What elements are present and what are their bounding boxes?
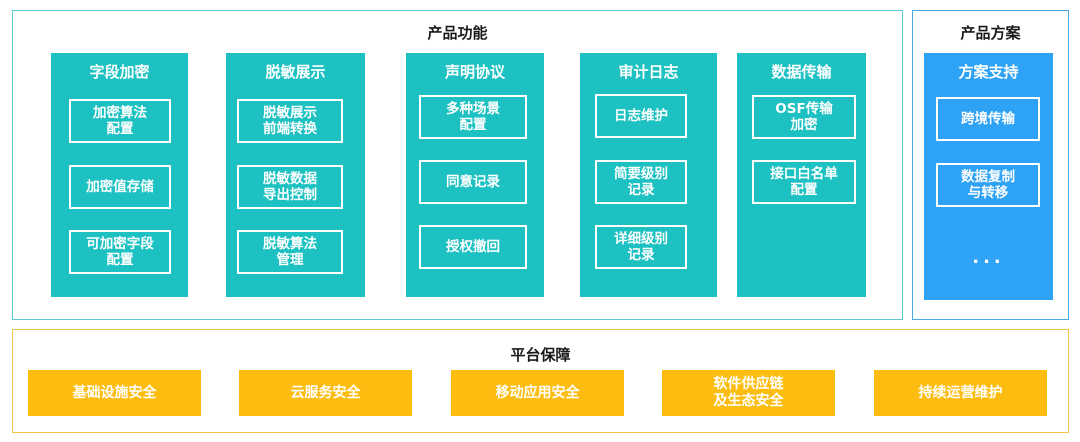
column-title: 审计日志 — [618, 63, 679, 81]
column-data-transfer: 数据传输 OSF传输加密 接口白名单配置 — [737, 53, 866, 297]
feature-box: 脱敏算法管理 — [237, 230, 343, 274]
feature-box: 多种场景配置 — [419, 95, 527, 139]
column-title: 声明协议 — [444, 63, 505, 81]
column-audit-log: 审计日志 日志维护 简要级别记录 详细级别记录 — [580, 53, 717, 297]
feature-box: 加密值存储 — [69, 165, 171, 209]
platform-item: 持续运营维护 — [874, 370, 1047, 416]
feature-box: 同意记录 — [419, 160, 527, 204]
column-title: 脱敏展示 — [265, 63, 326, 81]
product-functions-panel: 产品功能 — [12, 10, 903, 320]
product-plans-panel: 产品方案 — [912, 10, 1069, 320]
feature-box: 跨境传输 — [936, 97, 1040, 141]
platform-item: 软件供应链及生态安全 — [662, 370, 835, 416]
product-functions-title: 产品功能 — [427, 24, 488, 42]
feature-box: 可加密字段配置 — [69, 230, 171, 274]
feature-box: OSF传输加密 — [752, 95, 856, 139]
column-title: 方案支持 — [958, 63, 1019, 81]
feature-box: 脱敏展示前端转换 — [237, 99, 343, 143]
platform-guarantee-panel: 平台保障 — [12, 329, 1069, 433]
product-plans-title: 产品方案 — [960, 24, 1021, 42]
feature-box: 数据复制与转移 — [936, 163, 1040, 207]
column-title: 数据传输 — [771, 63, 832, 81]
feature-box: 加密算法配置 — [69, 99, 171, 143]
feature-box: 日志维护 — [595, 94, 687, 138]
column-declaration-agreement: 声明协议 多种场景配置 同意记录 授权撤回 — [406, 53, 544, 297]
feature-box: 授权撤回 — [419, 225, 527, 269]
column-masking-display: 脱敏展示 脱敏展示前端转换 脱敏数据导出控制 脱敏算法管理 — [226, 53, 365, 297]
feature-box: 脱敏数据导出控制 — [237, 165, 343, 209]
feature-box: 详细级别记录 — [595, 225, 687, 269]
column-solution-support: 方案支持 跨境传输 数据复制与转移 ... — [924, 53, 1053, 300]
feature-box: 简要级别记录 — [595, 160, 687, 204]
platform-item: 基础设施安全 — [28, 370, 201, 416]
platform-guarantee-title: 平台保障 — [510, 346, 571, 364]
platform-item: 云服务安全 — [239, 370, 412, 416]
feature-box: 接口白名单配置 — [752, 160, 856, 204]
column-title: 字段加密 — [89, 63, 150, 81]
ellipsis: ... — [972, 247, 1005, 268]
column-field-encryption: 字段加密 加密算法配置 加密值存储 可加密字段配置 — [51, 53, 188, 297]
platform-item: 移动应用安全 — [451, 370, 624, 416]
